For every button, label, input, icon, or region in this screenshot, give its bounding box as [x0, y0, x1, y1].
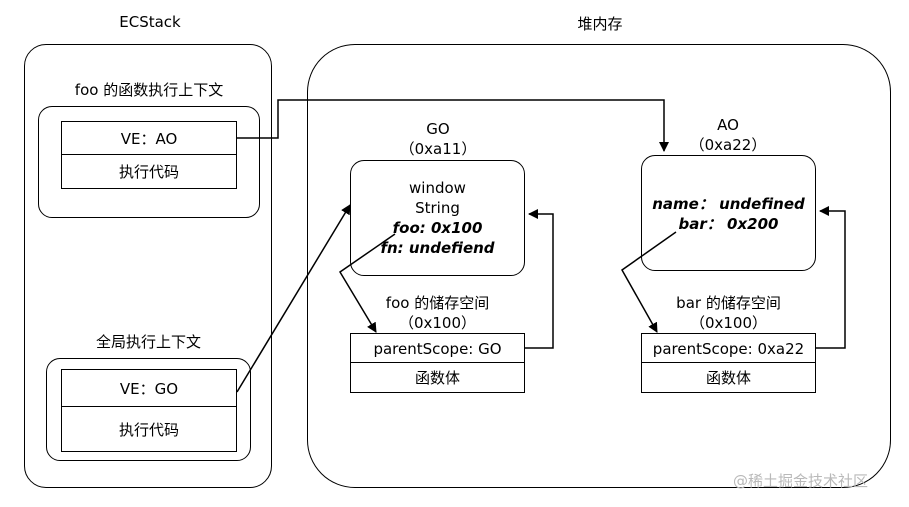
- arrow-ao-bar-to-storage: [621, 231, 677, 333]
- global-context-code: 执行代码: [61, 406, 237, 452]
- bar-storage-address: （0x100）: [689, 314, 768, 332]
- arrow-ve-ao-to-ao: [237, 99, 669, 152]
- ao-name: AO: [717, 116, 739, 134]
- go-object: [350, 160, 525, 276]
- foo-context-code: 执行代码: [61, 154, 237, 189]
- ao-prop-bar: bar： 0x200: [678, 215, 779, 233]
- bar-storage-body: 函数体: [641, 362, 816, 393]
- global-context-ve: VE：GO: [61, 369, 237, 408]
- foo-context-label: foo 的函数执行上下文: [74, 81, 224, 99]
- heap-container: [307, 44, 891, 488]
- go-props: window String foo: 0x100 fn: undefiend: [352, 178, 523, 258]
- go-prop-string: String: [415, 199, 460, 217]
- arrow-foo-scope-to-go: [525, 209, 554, 349]
- ao-props: name： undefined bar： 0x200: [643, 194, 814, 234]
- go-address: （0xa11）: [399, 140, 477, 158]
- bar-storage-label: bar 的储存空间: [676, 294, 781, 312]
- go-prop-foo: foo: 0x100: [392, 219, 483, 237]
- ecstack-container: [24, 44, 272, 488]
- foo-storage-address: （0x100）: [398, 314, 477, 332]
- ao-prop-name: name： undefined: [652, 195, 805, 213]
- ao-address: （0xa22）: [689, 136, 767, 154]
- ao-object: [641, 155, 816, 271]
- arrow-ve-go-to-go: [236, 204, 351, 393]
- foo-storage-body: 函数体: [350, 362, 525, 393]
- watermark: @稀土掘金技术社区: [733, 472, 869, 490]
- go-prop-window: window: [409, 179, 466, 197]
- arrow-bar-scope-to-ao: [816, 206, 846, 349]
- global-context-label: 全局执行上下文: [95, 333, 201, 351]
- foo-storage-label: foo 的储存空间: [385, 294, 490, 312]
- go-name: GO: [426, 120, 450, 138]
- go-prop-fn: fn: undefiend: [380, 239, 495, 257]
- heap-title: 堆内存: [577, 15, 623, 33]
- arrow-go-foo-to-storage: [338, 233, 396, 333]
- ecstack-title: ECStack: [119, 13, 181, 31]
